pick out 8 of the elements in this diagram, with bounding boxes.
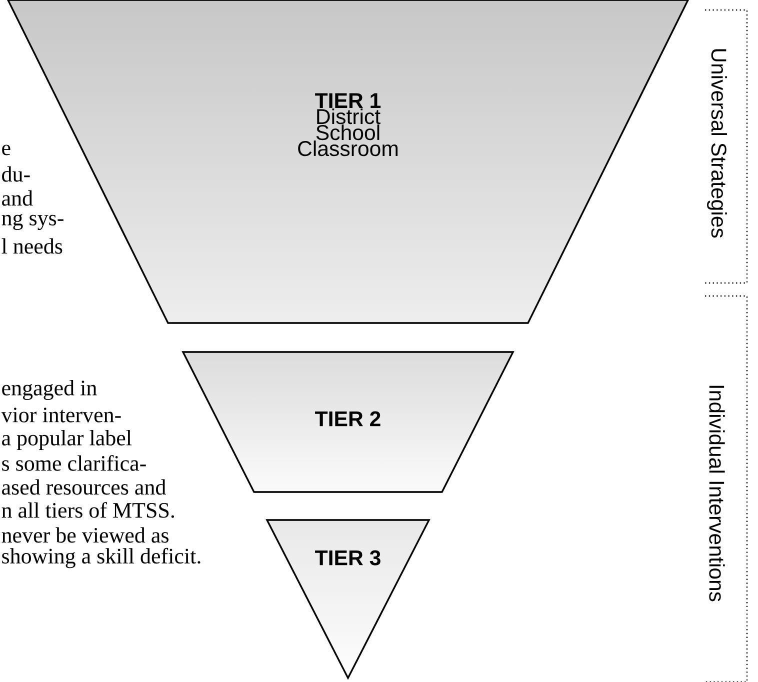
body-text-line: vior interven- (1, 408, 121, 422)
body-text-line: never be viewed as (2, 527, 168, 543)
body-text-line: n all tiers of MTSS. (2, 502, 174, 518)
side-label: Individual Interventions (709, 386, 725, 602)
body-text-line: s some clarifica- (2, 455, 146, 471)
body-text-line: showing a skill deficit. (2, 548, 200, 568)
body-text-line: engaged in (2, 380, 97, 400)
body-text-line: a popular label (2, 430, 132, 450)
